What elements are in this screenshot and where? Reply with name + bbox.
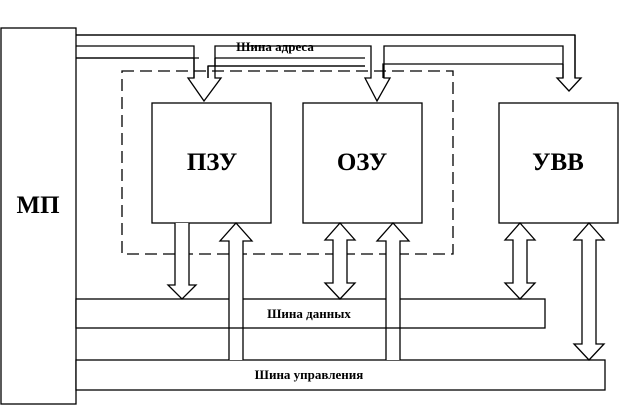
mp-block [0,27,77,405]
uvv-control-bus-double-arrow [572,222,606,361]
address-bus-lines [76,34,576,78]
address-bus-label: Шина адреса [236,39,314,54]
uvv-label: УВВ [532,149,584,176]
control-to-pzu-arrow [218,222,254,360]
control-bus [75,359,606,391]
ozu-label: ОЗУ [337,149,387,176]
pzu-block [151,102,272,224]
ozu-data-bus-double-arrow [323,222,357,300]
pzu-to-data-bus-arrow [166,223,198,300]
pzu-label: ПЗУ [187,149,237,176]
control-to-ozu-arrow [375,222,411,360]
uvv-block [498,102,619,224]
address-bus [76,34,583,103]
control-bus-label: Шина управления [255,367,364,382]
data-bus-label: Шина данных [267,306,351,321]
ozu-block [302,102,423,224]
uvv-data-bus-double-arrow [503,222,537,300]
memory-group-boundary [121,70,454,255]
mp-label: МП [16,192,59,219]
data-bus [75,298,546,329]
